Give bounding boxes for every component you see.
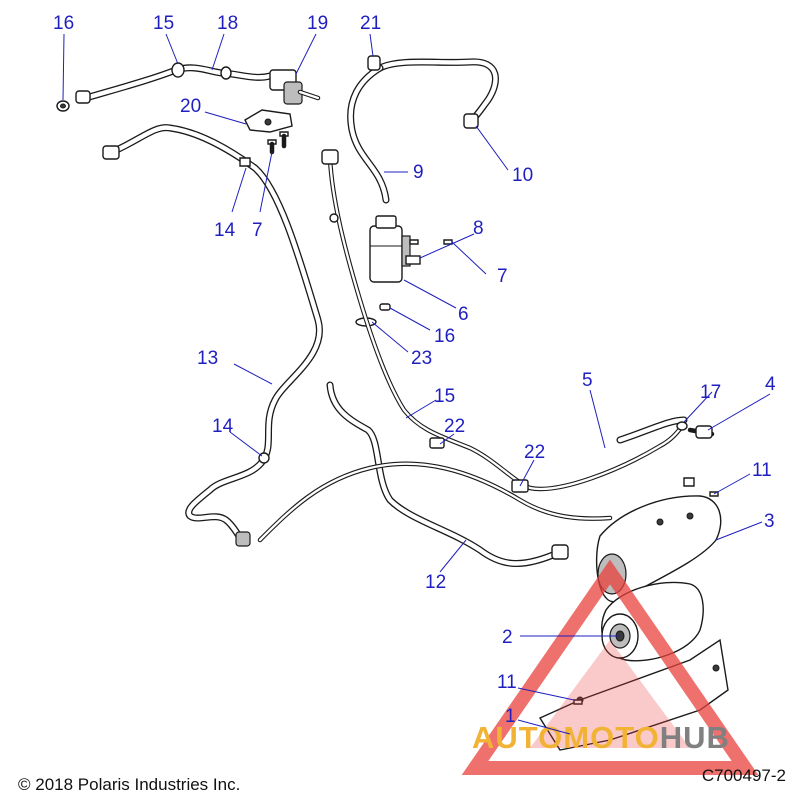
copyright-text: © 2018 Polaris Industries Inc. (18, 775, 240, 794)
watermark-text-hub: HUB (660, 720, 730, 755)
part-cap-16-top (56, 100, 70, 112)
part-vent-line-upper (75, 62, 274, 104)
parts-line-art (56, 55, 729, 751)
svg-text:AUTOMOTOHUB: AUTOMOTOHUB (472, 720, 730, 755)
callout-22-left: 22 (444, 416, 465, 437)
part-valve-19 (269, 69, 321, 105)
callout-14-upper: 14 (214, 220, 236, 241)
callout-3: 3 (764, 511, 775, 532)
callout-21: 21 (360, 13, 381, 34)
watermark-text-auto: AUTOMOTO (472, 720, 660, 755)
watermark-triangle (461, 559, 759, 775)
callout-10: 10 (512, 165, 533, 186)
callout-7-upper: 7 (252, 220, 263, 241)
callout-2: 2 (502, 627, 513, 648)
part-canister-6 (369, 215, 453, 283)
part-line-5 (616, 416, 715, 444)
part-bolts-7-upper (267, 131, 289, 155)
callout-14-lower: 14 (212, 416, 234, 437)
callout-16-lower: 16 (434, 326, 455, 347)
drawing-id: C700497-2 (702, 766, 786, 785)
part-bracket-20 (244, 109, 293, 133)
callout-11-upper: 11 (752, 460, 772, 481)
callout-17: 17 (700, 382, 721, 403)
part-hard-line (321, 149, 687, 493)
callout-5: 5 (582, 370, 593, 391)
callout-7-lower: 7 (497, 266, 508, 287)
callout-11-lower: 11 (497, 672, 517, 693)
watermark-inner-triangle (530, 640, 690, 748)
callout-numbers: 16 15 18 19 21 20 9 10 14 7 8 7 6 16 23 … (53, 13, 776, 727)
callout-15-top: 15 (153, 13, 174, 34)
watermark-logo: AUTOMOTOHUB (461, 559, 759, 775)
part-hose-9 (347, 55, 499, 204)
callout-23: 23 (411, 348, 432, 369)
callout-4: 4 (765, 374, 776, 395)
callout-18: 18 (217, 13, 238, 34)
part-hose-12 (257, 381, 613, 567)
callout-6: 6 (458, 304, 469, 325)
callout-22-right: 22 (524, 442, 545, 463)
callout-15-mid: 15 (434, 386, 455, 407)
callout-8: 8 (473, 218, 484, 239)
callout-12: 12 (425, 572, 446, 593)
callout-20: 20 (180, 96, 201, 117)
part-fuel-line-13 (102, 124, 323, 547)
callout-19: 19 (307, 13, 328, 34)
callout-9: 9 (413, 162, 424, 183)
leader-lines (62, 33, 771, 735)
callout-13: 13 (197, 348, 218, 369)
callout-16-top: 16 (53, 13, 74, 34)
callout-1: 1 (505, 706, 516, 727)
